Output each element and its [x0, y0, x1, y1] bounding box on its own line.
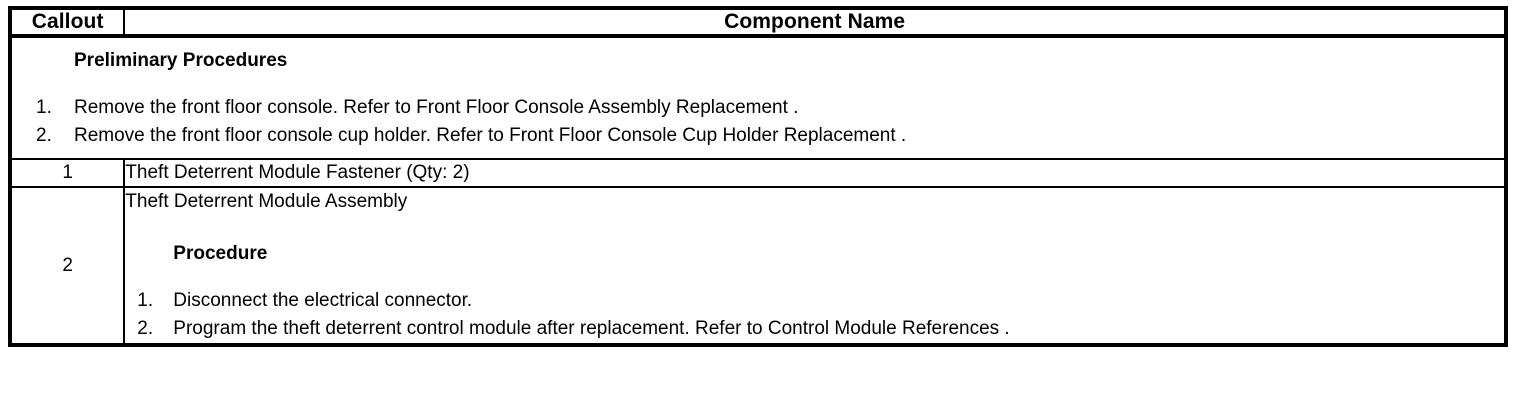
column-header-component-name: Component Name	[123, 7, 1507, 38]
procedure-title: Procedure	[173, 243, 268, 264]
list-item-text: Remove the front floor console. Refer to…	[74, 97, 799, 118]
list-item-number: 1.	[36, 97, 52, 118]
preliminary-procedures-title: Preliminary Procedures	[74, 50, 288, 71]
callout-number-2: 2	[8, 186, 126, 346]
preliminary-procedures-cell: Preliminary Procedures 1. Remove the fro…	[9, 35, 1507, 160]
column-header-callout: Callout	[8, 7, 126, 38]
preliminary-procedures-list: 1. Remove the front floor console. Refer…	[12, 94, 1504, 150]
component-name-1: Theft Deterrent Module Fastener (Qty: 2)	[123, 158, 1507, 188]
list-item: 2. Remove the front floor console cup ho…	[12, 122, 1504, 150]
list-item-number: 1.	[137, 290, 154, 311]
list-item-text: Disconnect the electrical connector.	[173, 290, 473, 311]
list-item-number: 2.	[36, 125, 52, 146]
preliminary-procedures-row: Preliminary Procedures 1. Remove the fro…	[9, 35, 1507, 160]
table-row: 1 Theft Deterrent Module Fastener (Qty: …	[8, 158, 1507, 188]
list-item-text: Program the theft deterrent control modu…	[173, 318, 1010, 339]
callout-number-1: 1	[8, 158, 126, 188]
list-item: 2. Program the theft deterrent control m…	[125, 315, 1504, 343]
component-callout-table: Callout Component Name Preliminary Proce…	[8, 6, 1508, 347]
table-row: 2 Theft Deterrent Module Assembly Proced…	[8, 186, 1507, 346]
procedure-list: 1. Disconnect the electrical connector. …	[125, 287, 1504, 343]
list-item: 1. Disconnect the electrical connector.	[125, 287, 1504, 315]
list-item-text: Remove the front floor console cup holde…	[74, 125, 907, 146]
list-item-number: 2.	[137, 318, 154, 339]
table-header-row: Callout Component Name	[8, 7, 1507, 38]
component-name-2-cell: Theft Deterrent Module Assembly Procedur…	[123, 186, 1507, 346]
list-item: 1. Remove the front floor console. Refer…	[12, 94, 1504, 122]
component-name-2: Theft Deterrent Module Assembly	[125, 191, 408, 212]
